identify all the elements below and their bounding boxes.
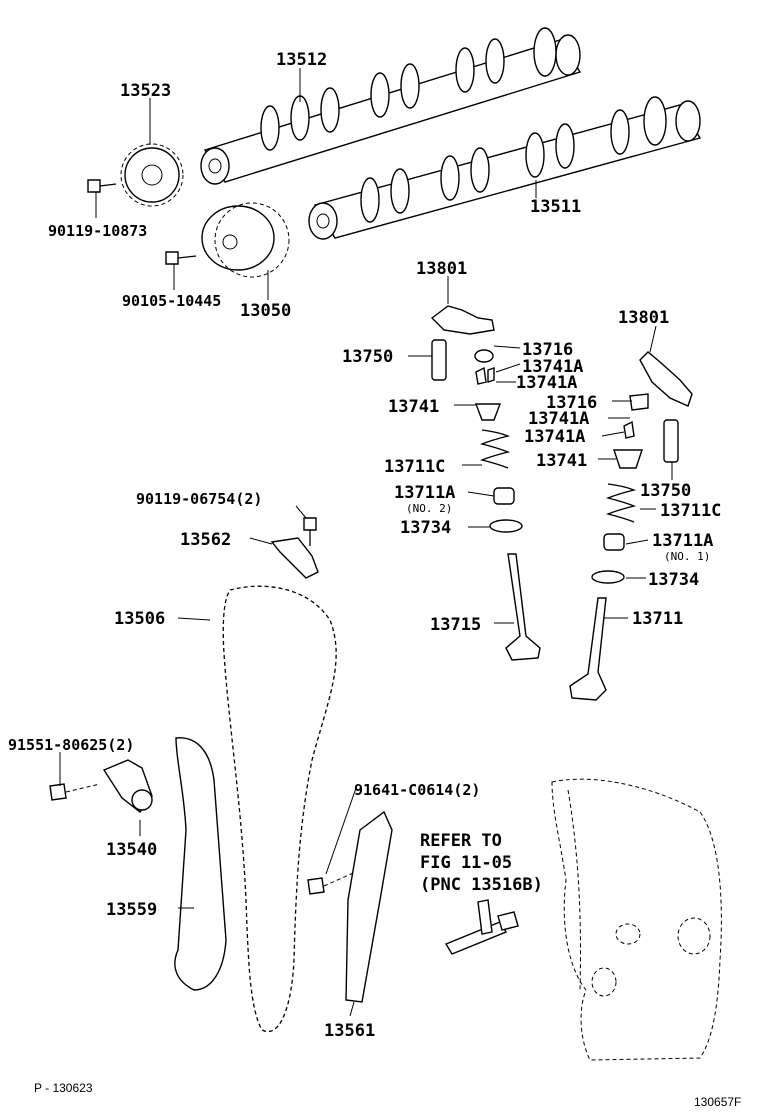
label-sprocket: 13523 <box>120 81 171 101</box>
refer-line-2: FIG 11-05 <box>420 853 512 873</box>
label-slipper: 13559 <box>106 900 157 920</box>
vvt-gear-drawing <box>201 202 290 278</box>
spring-left-drawing <box>479 429 511 469</box>
label-lash-adjuster-left: 13750 <box>342 347 393 367</box>
tensioner-drawing <box>102 759 153 813</box>
washer-right-drawing <box>591 570 625 584</box>
label-rocker-right: 13801 <box>618 308 669 328</box>
label-keeper-right-2: 13741A <box>524 427 585 447</box>
washer-left-drawing <box>489 519 523 533</box>
rocker-right-drawing <box>639 351 693 407</box>
label-retainer-left: 13741 <box>388 397 439 417</box>
label-chain: 13506 <box>114 609 165 629</box>
label-washer-left: 13734 <box>400 518 451 538</box>
refer-line-1: REFER TO <box>420 831 502 851</box>
seal-right-drawing <box>603 533 625 551</box>
label-valve-exhaust: 13715 <box>430 615 481 635</box>
bolt-tensioner-drawing <box>49 783 101 801</box>
page-reference: P - 130623 <box>34 1081 93 1095</box>
label-bolt-damper: 90119-06754(2) <box>136 490 262 508</box>
label-spring-right: 13711C <box>660 501 721 521</box>
label-chain-guide: 13561 <box>324 1021 375 1041</box>
label-washer-right: 13734 <box>648 570 699 590</box>
valve-intake-drawing <box>569 597 607 701</box>
retainer-left-drawing <box>474 403 502 421</box>
label-vvt-gear: 13050 <box>240 301 291 321</box>
label-seal-left: 13711A <box>394 483 455 503</box>
label-bolt-vvt: 90105-10445 <box>122 292 221 310</box>
label-rocker-left: 13801 <box>416 259 467 279</box>
refer-line-3: (PNC 13516B) <box>420 875 543 895</box>
valve-exhaust-drawing <box>505 553 541 661</box>
label-valve-intake: 13711 <box>632 609 683 629</box>
bolt-damper-drawing <box>303 517 317 546</box>
bolt-vvt-drawing <box>165 251 197 265</box>
label-chain-damper: 13562 <box>180 530 231 550</box>
figure-id: 130657F <box>694 1095 741 1109</box>
label-spring-left: 13711C <box>384 457 445 477</box>
label-seal-right-note: (NO. 1) <box>664 550 710 563</box>
seal-left-drawing <box>493 487 515 505</box>
leader-lines <box>59 68 673 1017</box>
label-retainer-right: 13741 <box>536 451 587 471</box>
refer-part-drawing <box>444 899 519 955</box>
label-seal-left-note: (NO. 2) <box>406 502 452 515</box>
camshaft-intake-drawing <box>308 96 702 240</box>
label-tensioner: 13540 <box>106 840 157 860</box>
label-bolt-tensioner: 91551-80625(2) <box>8 736 134 754</box>
label-bolt-guide: 91641-C0614(2) <box>354 781 480 799</box>
rocker-left-drawing <box>430 305 495 335</box>
label-lifter-left: 13716 <box>522 340 573 360</box>
retainer-right-drawing <box>613 449 643 469</box>
label-camshaft-exhaust: 13512 <box>276 50 327 70</box>
label-bolt-sprocket: 90119-10873 <box>48 222 147 240</box>
lash-adjuster-left-drawing <box>431 339 447 381</box>
spring-right-drawing <box>605 483 637 523</box>
label-camshaft-intake: 13511 <box>530 197 581 217</box>
label-keeper-left-1: 13741A <box>522 357 583 377</box>
lash-adjuster-right-drawing <box>663 419 679 463</box>
label-keeper-left-2: 13741A <box>516 373 577 393</box>
sprocket-drawing <box>120 143 184 207</box>
label-lash-adjuster-right: 13750 <box>640 481 691 501</box>
slipper-drawing <box>174 737 227 991</box>
label-keeper-right-1: 13741A <box>528 409 589 429</box>
timing-chain-drawing <box>222 585 338 1033</box>
chain-guide-drawing <box>345 810 393 1003</box>
lifter-left-drawing <box>474 349 495 385</box>
chain-damper-drawing <box>270 537 319 579</box>
label-seal-right: 13711A <box>652 531 713 551</box>
camshaft-exhaust-drawing <box>200 27 582 185</box>
label-lifter-right: 13716 <box>546 393 597 413</box>
part-labels: 13512 13511 13523 90119-10873 13050 9010… <box>8 50 741 1109</box>
bolt-sprocket-drawing <box>87 179 117 193</box>
lifter-right-drawing <box>623 393 649 439</box>
engine-block-outline <box>551 778 722 1061</box>
